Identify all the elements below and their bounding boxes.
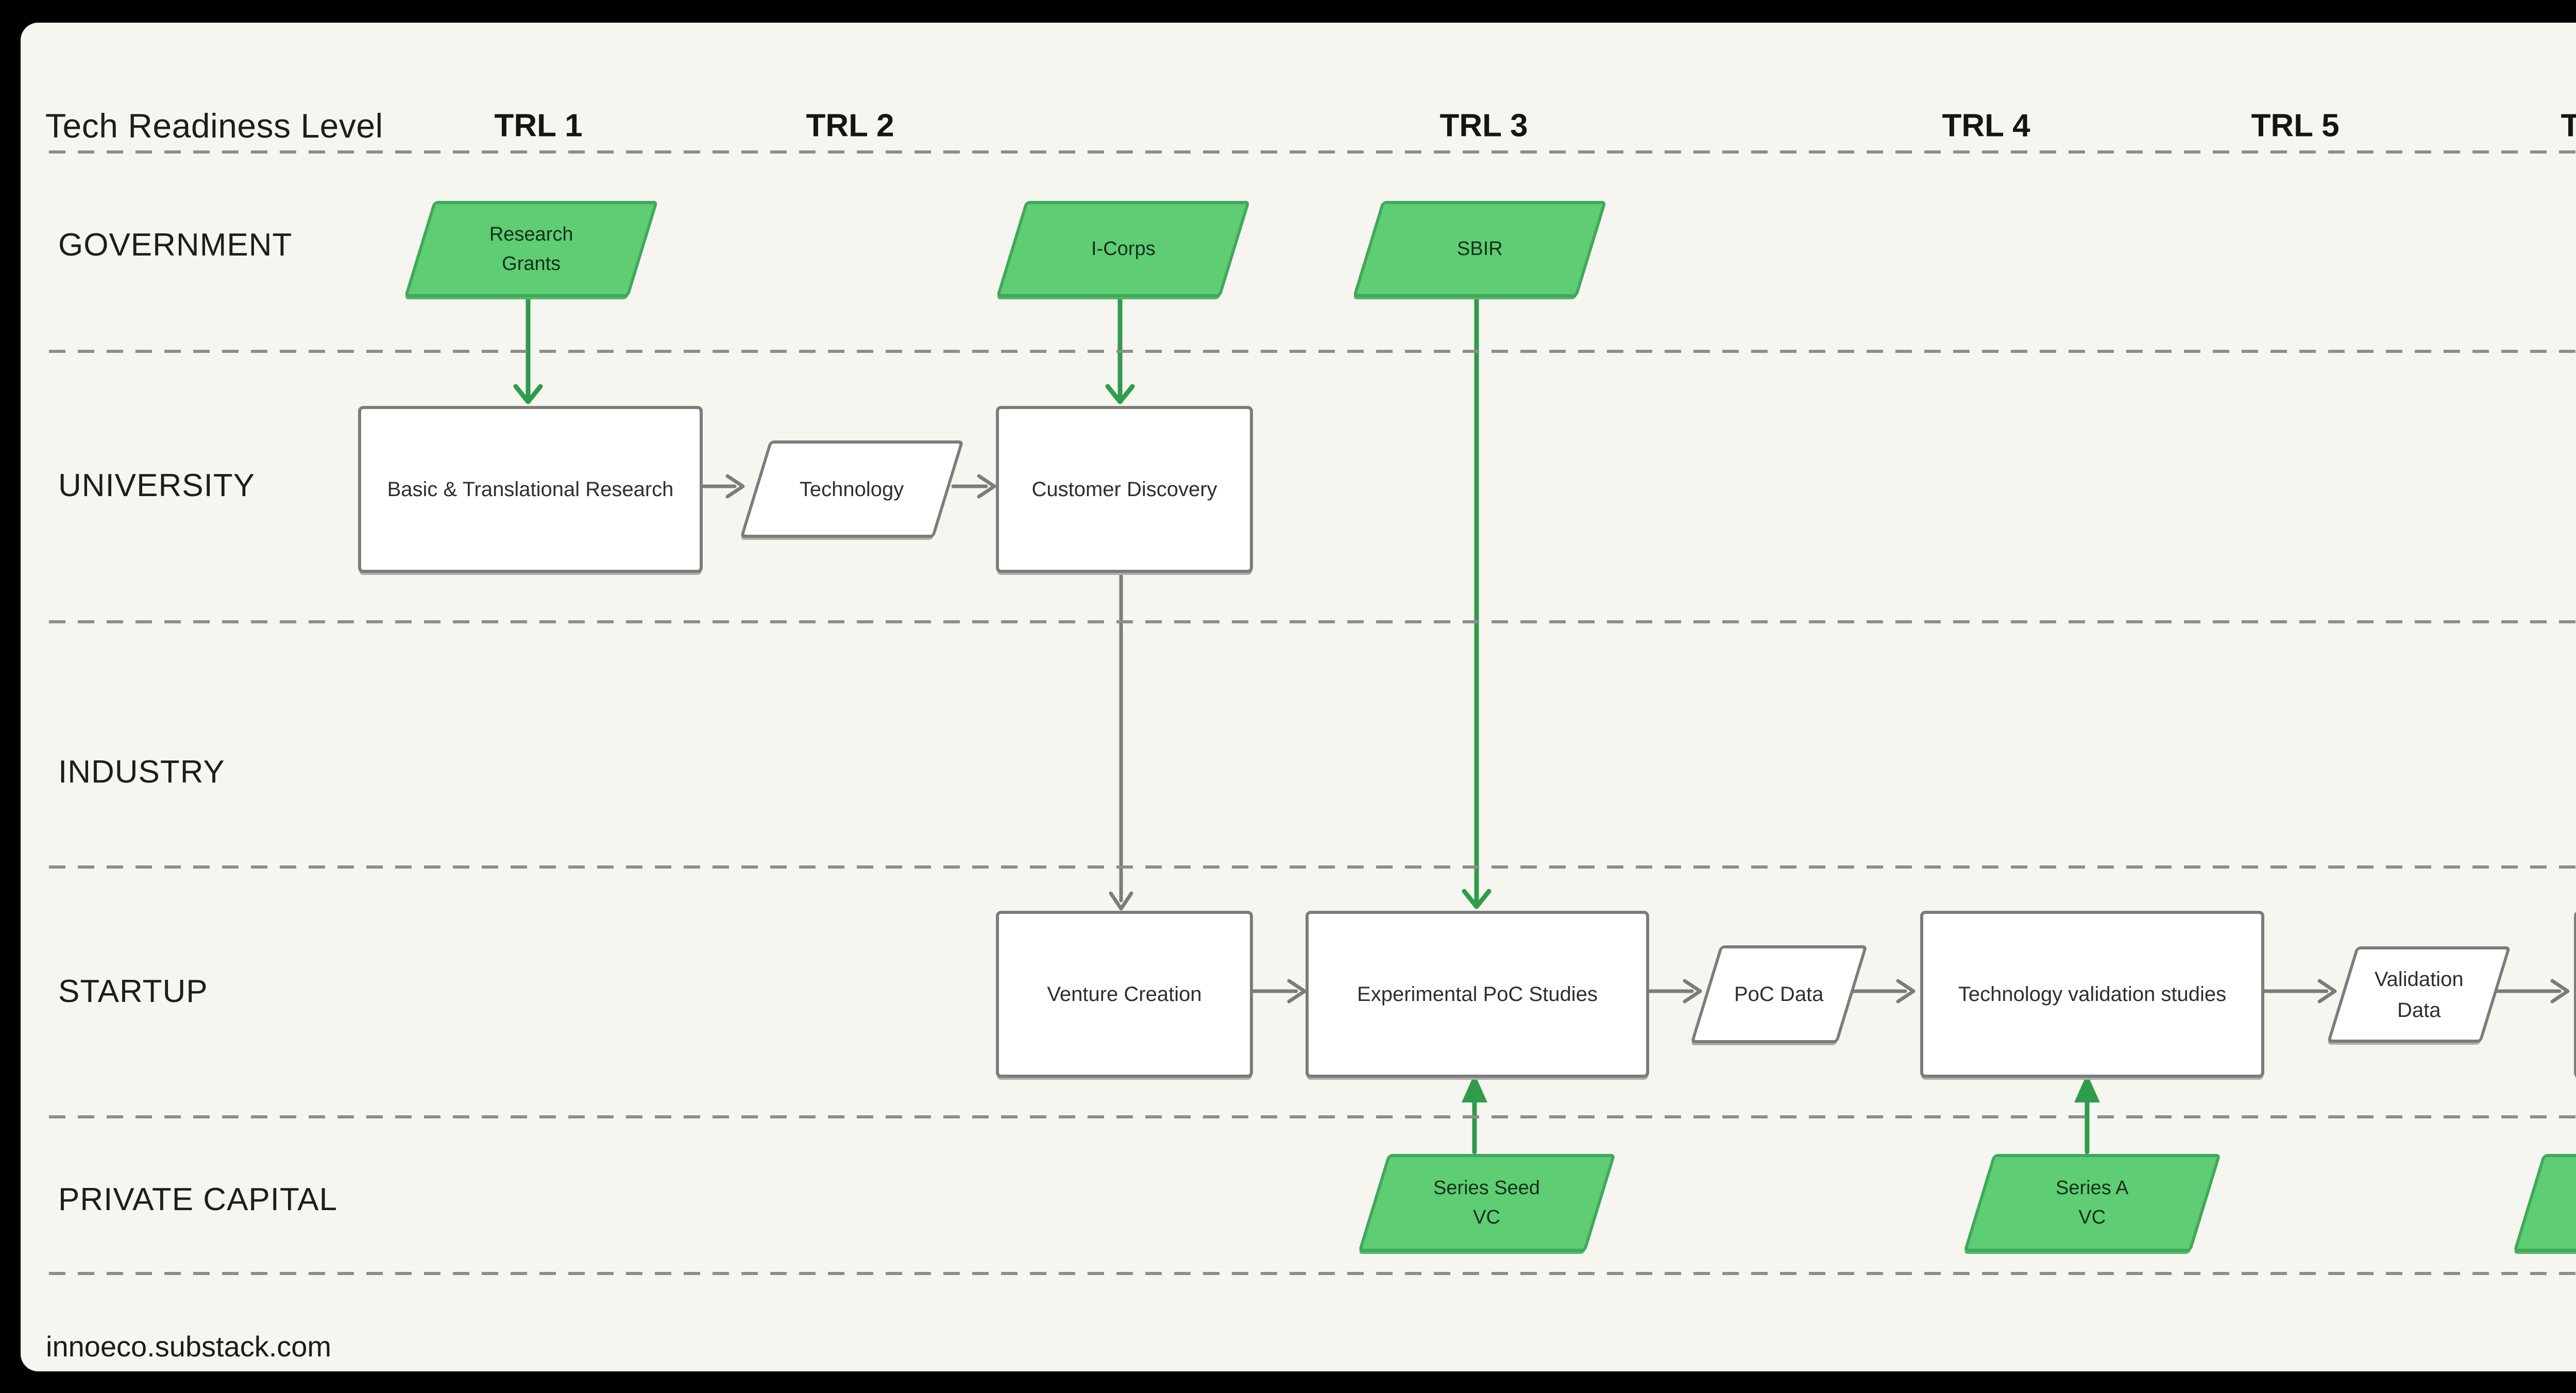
node-series-seed-vc-label: Series Seed VC	[1433, 1177, 1540, 1228]
lane-label-private-capital: PRIVATE CAPITAL	[58, 1182, 338, 1218]
lane-label-startup: STARTUP	[58, 974, 208, 1010]
node-experimental-poc-studies-label: Experimental PoC Studies	[1357, 983, 1598, 1006]
node-series-a-vc: Series A VC	[1963, 1154, 2222, 1252]
node-customer-discovery: Customer Discovery	[996, 406, 1253, 573]
node-technology: Technology	[740, 440, 964, 538]
lane-label-government: GOVERNMENT	[58, 227, 293, 263]
node-technology-validation-studies: Technology validation studies	[1920, 911, 2264, 1078]
node-poc-data: PoC Data	[1690, 945, 1868, 1043]
separator-university-industry	[49, 620, 2576, 623]
trl-column-2: TRL 2	[806, 108, 894, 144]
attribution-link: innoeco.substack.com	[46, 1330, 332, 1363]
node-basic-translational-research: Basic & Translational Research	[358, 406, 703, 573]
separator-header	[49, 150, 2576, 154]
separator-startup-privatecapital	[49, 1115, 2576, 1118]
trl-column-1: TRL 1	[494, 108, 583, 144]
node-validation-data: Validation Data	[2327, 946, 2511, 1043]
trl-column-4: TRL 4	[1942, 108, 2030, 144]
lane-label-university: UNIVERSITY	[58, 468, 256, 504]
node-research-grants-label: Research Grants	[489, 223, 573, 275]
node-validation-data-label: Validation Data	[2374, 967, 2464, 1022]
page-title: Tech Readiness Level	[45, 106, 383, 145]
node-i-corps: I-Corps	[996, 201, 1250, 297]
trl-column-6: TRL 6	[2561, 108, 2576, 144]
node-sbir-label: SBIR	[1456, 238, 1503, 260]
node-research-grants: Research Grants	[404, 201, 658, 297]
trl-column-3: TRL 3	[1439, 108, 1528, 144]
trl-column-5: TRL 5	[2251, 108, 2340, 144]
separator-government-university	[49, 350, 2576, 353]
node-series-seed-vc: Series Seed VC	[1358, 1154, 1616, 1252]
separator-industry-startup	[49, 865, 2576, 869]
node-customer-discovery-label: Customer Discovery	[1031, 478, 1217, 501]
node-poc-data-label: PoC Data	[1734, 983, 1824, 1006]
node-series-a-vc-label: Series A VC	[2056, 1177, 2129, 1228]
node-experimental-poc-studies: Experimental PoC Studies	[1306, 911, 1649, 1078]
node-i-corps-label: I-Corps	[1091, 238, 1156, 260]
node-venture-creation-label: Venture Creation	[1047, 983, 1202, 1006]
node-technology-label: Technology	[800, 478, 904, 501]
node-technology-demonstration-studies: Technology demonstration studies	[2574, 911, 2576, 1078]
node-basic-translational-research-label: Basic & Translational Research	[387, 478, 674, 501]
node-venture-creation: Venture Creation	[996, 911, 1253, 1078]
node-sbir: SBIR	[1352, 201, 1607, 297]
separator-footer	[49, 1272, 2576, 1275]
node-technology-validation-studies-label: Technology validation studies	[1958, 983, 2227, 1006]
lane-label-industry: INDUSTRY	[58, 754, 225, 790]
